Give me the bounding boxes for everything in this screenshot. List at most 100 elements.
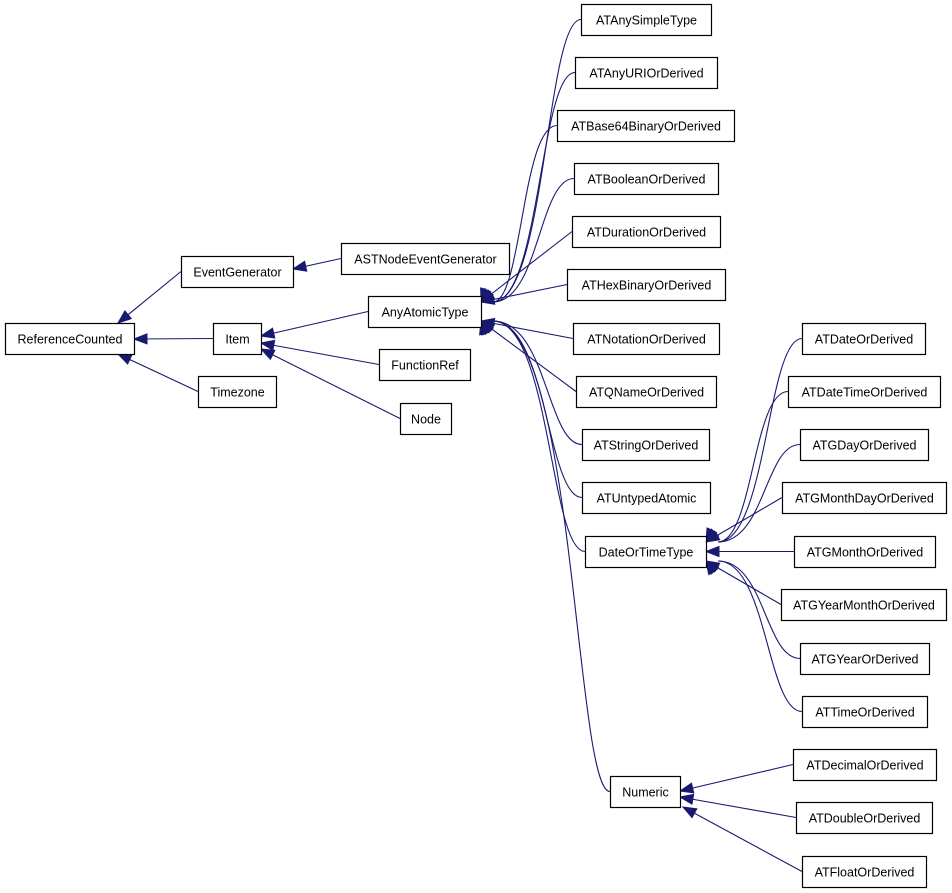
edge-atg-year-or-derived-to-date-or-time-type (717, 560, 801, 660)
class-box (574, 56, 719, 90)
class-label: ATTimeOrDerived (815, 706, 914, 720)
class-node-atg-year-month-or-derived[interactable]: ATGYearMonthOrDerived (780, 588, 948, 622)
class-node-node[interactable]: Node (399, 402, 453, 436)
class-node-atg-month-day-or-derived[interactable]: ATGMonthDayOrDerived (781, 481, 948, 515)
class-label: ATBase64BinaryOrDerived (571, 120, 721, 134)
edge-at-date-time-or-derived-to-date-or-time-type (717, 390, 789, 543)
class-node-at-base64-binary-or-derived[interactable]: ATBase64BinaryOrDerived (556, 109, 736, 143)
arrowhead-at-time-or-derived-to-date-or-time-type (705, 559, 719, 576)
class-node-at-any-uri-or-derived[interactable]: ATAnyURIOrDerived (574, 56, 719, 90)
arrowhead-at-float-or-derived-to-numeric (681, 806, 698, 819)
class-box (572, 322, 721, 356)
class-node-at-decimal-or-derived[interactable]: ATDecimalOrDerived (792, 748, 938, 782)
class-node-at-double-or-derived[interactable]: ATDoubleOrDerived (795, 801, 934, 835)
class-label: ATBooleanOrDerived (588, 173, 706, 187)
class-label: ATGDayOrDerived (813, 439, 917, 453)
class-label: ATGYearOrDerived (812, 653, 919, 667)
class-box (801, 695, 929, 729)
class-node-at-duration-or-derived[interactable]: ATDurationOrDerived (571, 215, 722, 249)
class-node-at-hex-binary-or-derived[interactable]: ATHexBinaryOrDerived (566, 268, 727, 302)
class-box (575, 375, 718, 409)
class-node-event-generator[interactable]: EventGenerator (180, 255, 295, 289)
class-box (795, 801, 934, 835)
edge-at-base64-binary-or-derived-to-any-atomic-type (492, 124, 558, 303)
class-label: EventGenerator (193, 266, 281, 280)
class-box (399, 402, 453, 436)
edge-at-float-or-derived-to-numeric (682, 806, 803, 872)
class-node-atg-month-or-derived[interactable]: ATGMonthOrDerived (793, 535, 937, 569)
class-label: ATGMonthOrDerived (807, 546, 924, 560)
class-box (609, 775, 682, 809)
class-node-at-time-or-derived[interactable]: ATTimeOrDerived (801, 695, 929, 729)
class-node-atq-name-or-derived[interactable]: ATQNameOrDerived (575, 375, 718, 409)
edge-event-generator-to-reference-counted (117, 271, 182, 324)
class-label: AnyAtomicType (382, 306, 469, 320)
class-label: Numeric (622, 786, 669, 800)
class-label: ATDecimalOrDerived (806, 759, 923, 773)
class-node-at-date-or-derived[interactable]: ATDateOrDerived (801, 322, 927, 356)
edge-at-string-or-derived-to-any-atomic-type (492, 320, 583, 446)
arrowhead-at-double-or-derived-to-numeric (678, 793, 695, 805)
class-label: ATStringOrDerived (594, 439, 699, 453)
edge-at-duration-or-derived-to-any-atomic-type (480, 231, 573, 303)
class-node-at-notation-or-derived[interactable]: ATNotationOrDerived (572, 322, 721, 356)
class-node-ast-node-event-generator[interactable]: ASTNodeEventGenerator (340, 242, 511, 276)
class-box (584, 535, 708, 569)
class-node-atg-day-or-derived[interactable]: ATGDayOrDerived (799, 428, 930, 462)
class-box (799, 428, 930, 462)
class-label: ATDurationOrDerived (587, 226, 706, 240)
class-label: ATDoubleOrDerived (809, 812, 921, 826)
class-label: ATHexBinaryOrDerived (582, 279, 712, 293)
class-box (781, 481, 948, 515)
class-box (180, 255, 295, 289)
class-label: ATDateTimeOrDerived (802, 386, 928, 400)
edge-at-time-or-derived-to-date-or-time-type (717, 560, 803, 713)
class-label: ATQNameOrDerived (589, 386, 704, 400)
edge-atg-year-month-or-derived-to-date-or-time-type (705, 560, 782, 605)
class-node-at-boolean-or-derived[interactable]: ATBooleanOrDerived (573, 162, 720, 196)
class-label: ASTNodeEventGenerator (354, 253, 496, 267)
edge-atg-day-or-derived-to-date-or-time-type (717, 443, 801, 543)
class-node-item[interactable]: Item (212, 322, 263, 356)
edge-at-any-uri-or-derived-to-any-atomic-type (492, 71, 576, 303)
class-node-at-string-or-derived[interactable]: ATStringOrDerived (581, 428, 711, 462)
class-node-numeric[interactable]: Numeric (609, 775, 682, 809)
arrowhead-function-ref-to-item (259, 339, 276, 352)
class-box (556, 109, 736, 143)
class-label: Item (225, 333, 249, 347)
edge-at-hex-binary-or-derived-to-any-atomic-type (480, 283, 568, 303)
class-box (581, 428, 711, 462)
class-node-reference-counted[interactable]: ReferenceCounted (4, 322, 136, 356)
class-node-date-or-time-type[interactable]: DateOrTimeType (584, 535, 708, 569)
class-node-any-atomic-type[interactable]: AnyAtomicType (367, 295, 483, 329)
class-node-at-any-simple-type[interactable]: ATAnySimpleType (580, 3, 713, 37)
class-box (793, 535, 937, 569)
class-box (799, 642, 931, 676)
class-node-atg-year-or-derived[interactable]: ATGYearOrDerived (799, 642, 931, 676)
edge-atg-month-day-or-derived-to-date-or-time-type (705, 497, 783, 543)
class-node-at-float-or-derived[interactable]: ATFloatOrDerived (801, 855, 928, 889)
arrowhead-item-to-reference-counted (132, 333, 148, 345)
edges-layer (116, 18, 803, 872)
edge-at-notation-or-derived-to-any-atomic-type (480, 320, 574, 340)
class-box (378, 348, 472, 382)
class-label: Node (411, 413, 441, 427)
class-node-function-ref[interactable]: FunctionRef (378, 348, 472, 382)
class-node-at-date-time-or-derived[interactable]: ATDateTimeOrDerived (787, 375, 942, 409)
edge-at-double-or-derived-to-numeric (679, 796, 797, 819)
arrowhead-ast-node-event-generator-to-event-generator (291, 260, 308, 272)
class-label: ATNotationOrDerived (587, 333, 706, 347)
arrowhead-atg-month-or-derived-to-date-or-time-type (704, 545, 720, 558)
class-label: ATAnyURIOrDerived (589, 67, 703, 81)
class-box (566, 268, 727, 302)
class-node-at-untyped-atomic[interactable]: ATUntypedAtomic (581, 481, 712, 515)
edge-any-atomic-type-to-item (260, 310, 369, 337)
class-label: ATGYearMonthOrDerived (793, 599, 935, 613)
class-label: ATAnySimpleType (596, 14, 697, 28)
class-box (801, 322, 927, 356)
arrowhead-event-generator-to-reference-counted (116, 310, 133, 324)
class-node-timezone[interactable]: Timezone (197, 375, 278, 409)
arrowhead-timezone-to-reference-counted (116, 353, 133, 365)
edge-function-ref-to-item (260, 342, 380, 366)
